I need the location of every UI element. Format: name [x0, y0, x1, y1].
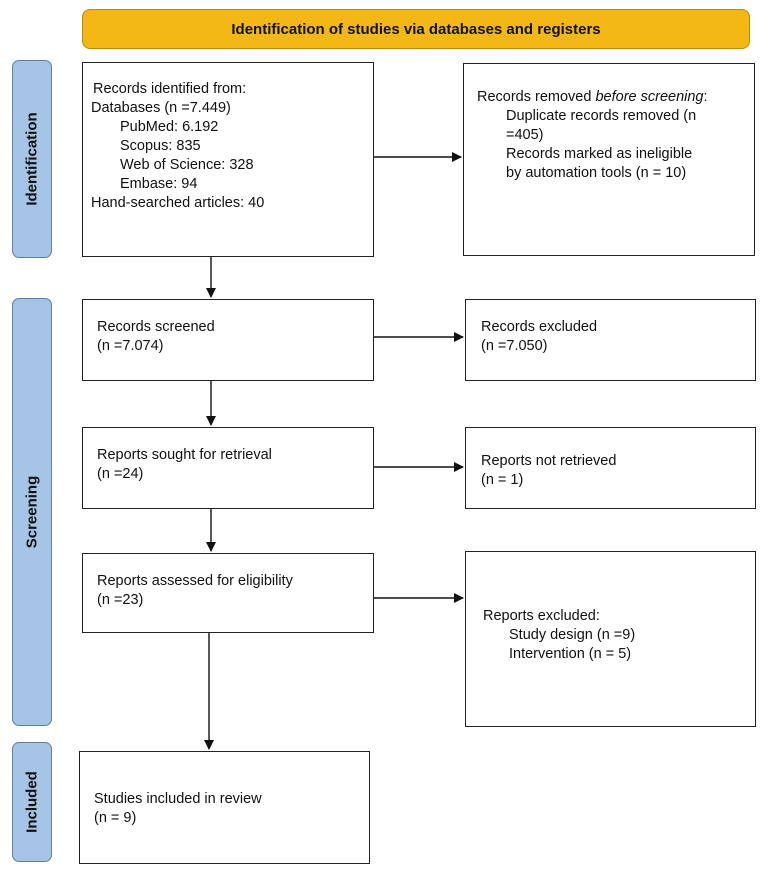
records-excluded-count: (n =7.050): [481, 338, 548, 354]
stage-included-label: Included: [23, 771, 41, 833]
study-design-count: Study design (n =9): [509, 627, 636, 643]
studies-included-box: Studies included in review (n = 9): [79, 751, 370, 864]
ineligible-line2: by automation tools (n = 10): [506, 165, 687, 181]
records-screened-count: (n =7.074): [97, 338, 164, 354]
records-screened-label: Records screened: [97, 319, 215, 335]
wos-count: Web of Science: 328: [120, 157, 254, 173]
reports-excluded-label: Reports excluded:: [483, 608, 600, 624]
records-excluded-label: Records excluded: [481, 319, 598, 335]
records-identified-box: Records identified from: Databases (n =7…: [82, 62, 374, 257]
reports-sought-box: Reports sought for retrieval (n =24): [82, 427, 374, 509]
stage-screening-label: Screening: [23, 475, 41, 549]
duplicates-line2: =405): [506, 127, 544, 143]
records-removed-prefix: Records removed: [477, 89, 596, 105]
reports-not-retrieved-box: Reports not retrieved (n = 1): [465, 427, 756, 509]
studies-included-count: (n = 9): [94, 810, 137, 826]
reports-not-retrieved-count: (n = 1): [481, 472, 524, 488]
pubmed-count: PubMed: 6.192: [120, 119, 219, 135]
reports-assessed-label: Reports assessed for eligibility: [97, 573, 293, 589]
reports-assessed-box: Reports assessed for eligibility (n =23): [82, 553, 374, 633]
reports-sought-count: (n =24): [97, 466, 144, 482]
stage-identification-label: Identification: [23, 112, 41, 206]
databases-count: Databases (n =7.449): [91, 100, 231, 116]
stage-screening: Screening: [12, 298, 52, 726]
records-removed-heading: Records removed before screening:: [477, 88, 744, 107]
reports-not-retrieved-label: Reports not retrieved: [481, 453, 617, 469]
records-removed-italic: before screening: [595, 89, 704, 105]
records-removed-suffix: :: [703, 89, 708, 105]
scopus-count: Scopus: 835: [120, 138, 201, 154]
stage-included: Included: [12, 742, 52, 862]
reports-excluded-box: Reports excluded: Study design (n =9) In…: [465, 551, 756, 727]
identification-banner: Identification of studies via databases …: [82, 9, 750, 49]
banner-title: Identification of studies via databases …: [231, 20, 601, 38]
records-identified-heading: Records identified from:: [93, 81, 247, 97]
ineligible-line1: Records marked as ineligible: [506, 146, 693, 162]
records-removed-box: Records removed before screening: Duplic…: [463, 63, 755, 256]
hand-searched-count: Hand-searched articles: 40: [91, 195, 265, 211]
embase-count: Embase: 94: [120, 176, 198, 192]
intervention-count: Intervention (n = 5): [509, 646, 632, 662]
reports-assessed-count: (n =23): [97, 592, 144, 608]
records-screened-box: Records screened (n =7.074): [82, 299, 374, 381]
studies-included-label: Studies included in review: [94, 791, 262, 807]
reports-sought-label: Reports sought for retrieval: [97, 447, 272, 463]
duplicates-line1: Duplicate records removed (n: [506, 108, 697, 124]
stage-identification: Identification: [12, 60, 52, 258]
records-excluded-box: Records excluded (n =7.050): [465, 299, 756, 381]
